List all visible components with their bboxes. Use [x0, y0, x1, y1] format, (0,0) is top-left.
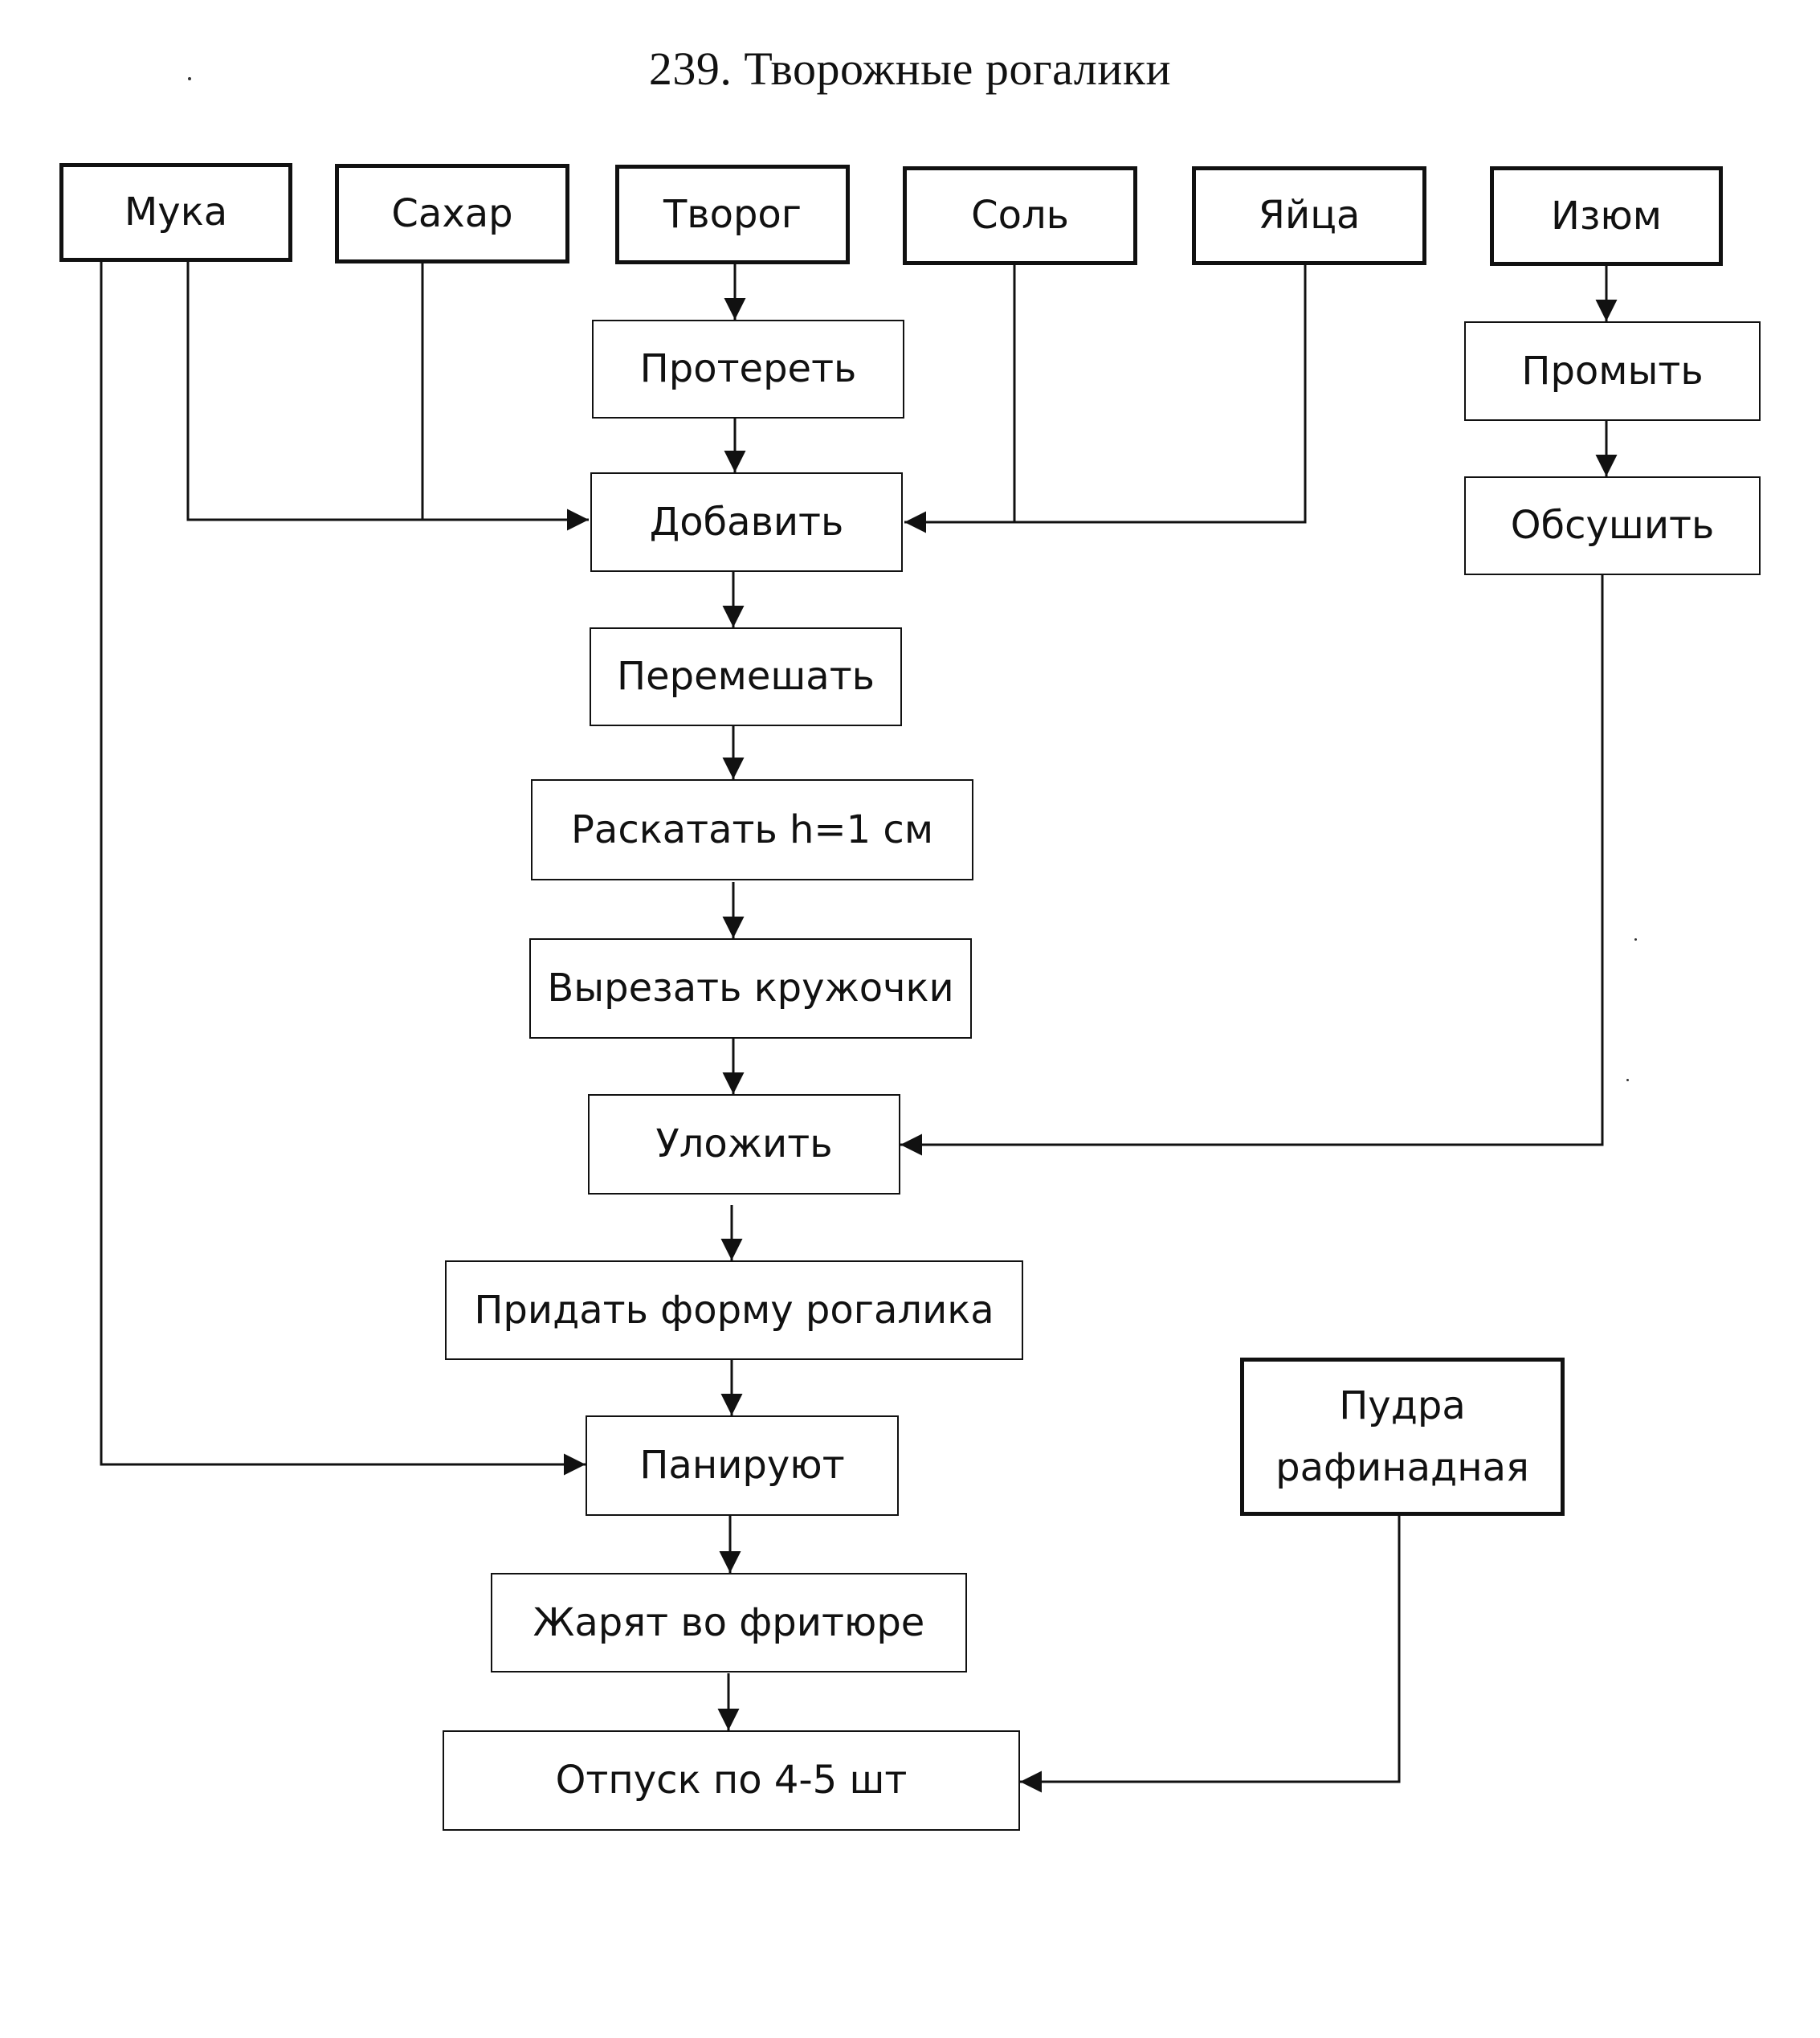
ingredient-tvorog: Творог	[615, 165, 850, 264]
ingredient-yaica: Яйца	[1192, 166, 1426, 265]
step-paniruyut: Панируют	[586, 1415, 899, 1516]
line-muka-paniruyut	[100, 261, 586, 1476]
ingredient-pudra: Пудра рафинадная	[1240, 1358, 1565, 1516]
step-raskatat: Раскатать h=1 см	[531, 779, 973, 880]
ingredient-sol: Соль	[903, 166, 1137, 265]
ingredient-sahar: Сахар	[335, 164, 569, 263]
step-pridat: Придать форму рогалика	[445, 1260, 1023, 1360]
step-peremeshat: Перемешать	[590, 627, 902, 726]
line-yaica-dobavit	[904, 265, 1307, 533]
step-promyt: Промыть	[1464, 321, 1761, 421]
scan-speck	[188, 77, 191, 80]
ingredient-muka: Мука	[59, 163, 292, 262]
step-otpusk: Отпуск по 4-5 шт	[443, 1730, 1020, 1831]
line-pudra-otpusk	[1020, 1516, 1401, 1793]
step-zharyat: Жарят во фритюре	[491, 1573, 967, 1672]
diagram-title: 239. Творожные рогалики	[648, 43, 1172, 95]
step-obsushit: Обсушить	[1464, 476, 1761, 575]
step-proteret: Протереть	[592, 320, 904, 419]
step-dobavit: Добавить	[590, 472, 903, 572]
ingredient-izyum: Изюм	[1490, 166, 1723, 266]
line-muka-dobavit	[186, 261, 589, 531]
line-obsushit-ulozhit	[900, 574, 1604, 1156]
step-ulozhit: Уложить	[588, 1094, 900, 1195]
scan-speck	[1626, 1079, 1629, 1081]
scan-speck	[1634, 938, 1637, 941]
step-vyrezat: Вырезать кружочки	[529, 938, 972, 1039]
